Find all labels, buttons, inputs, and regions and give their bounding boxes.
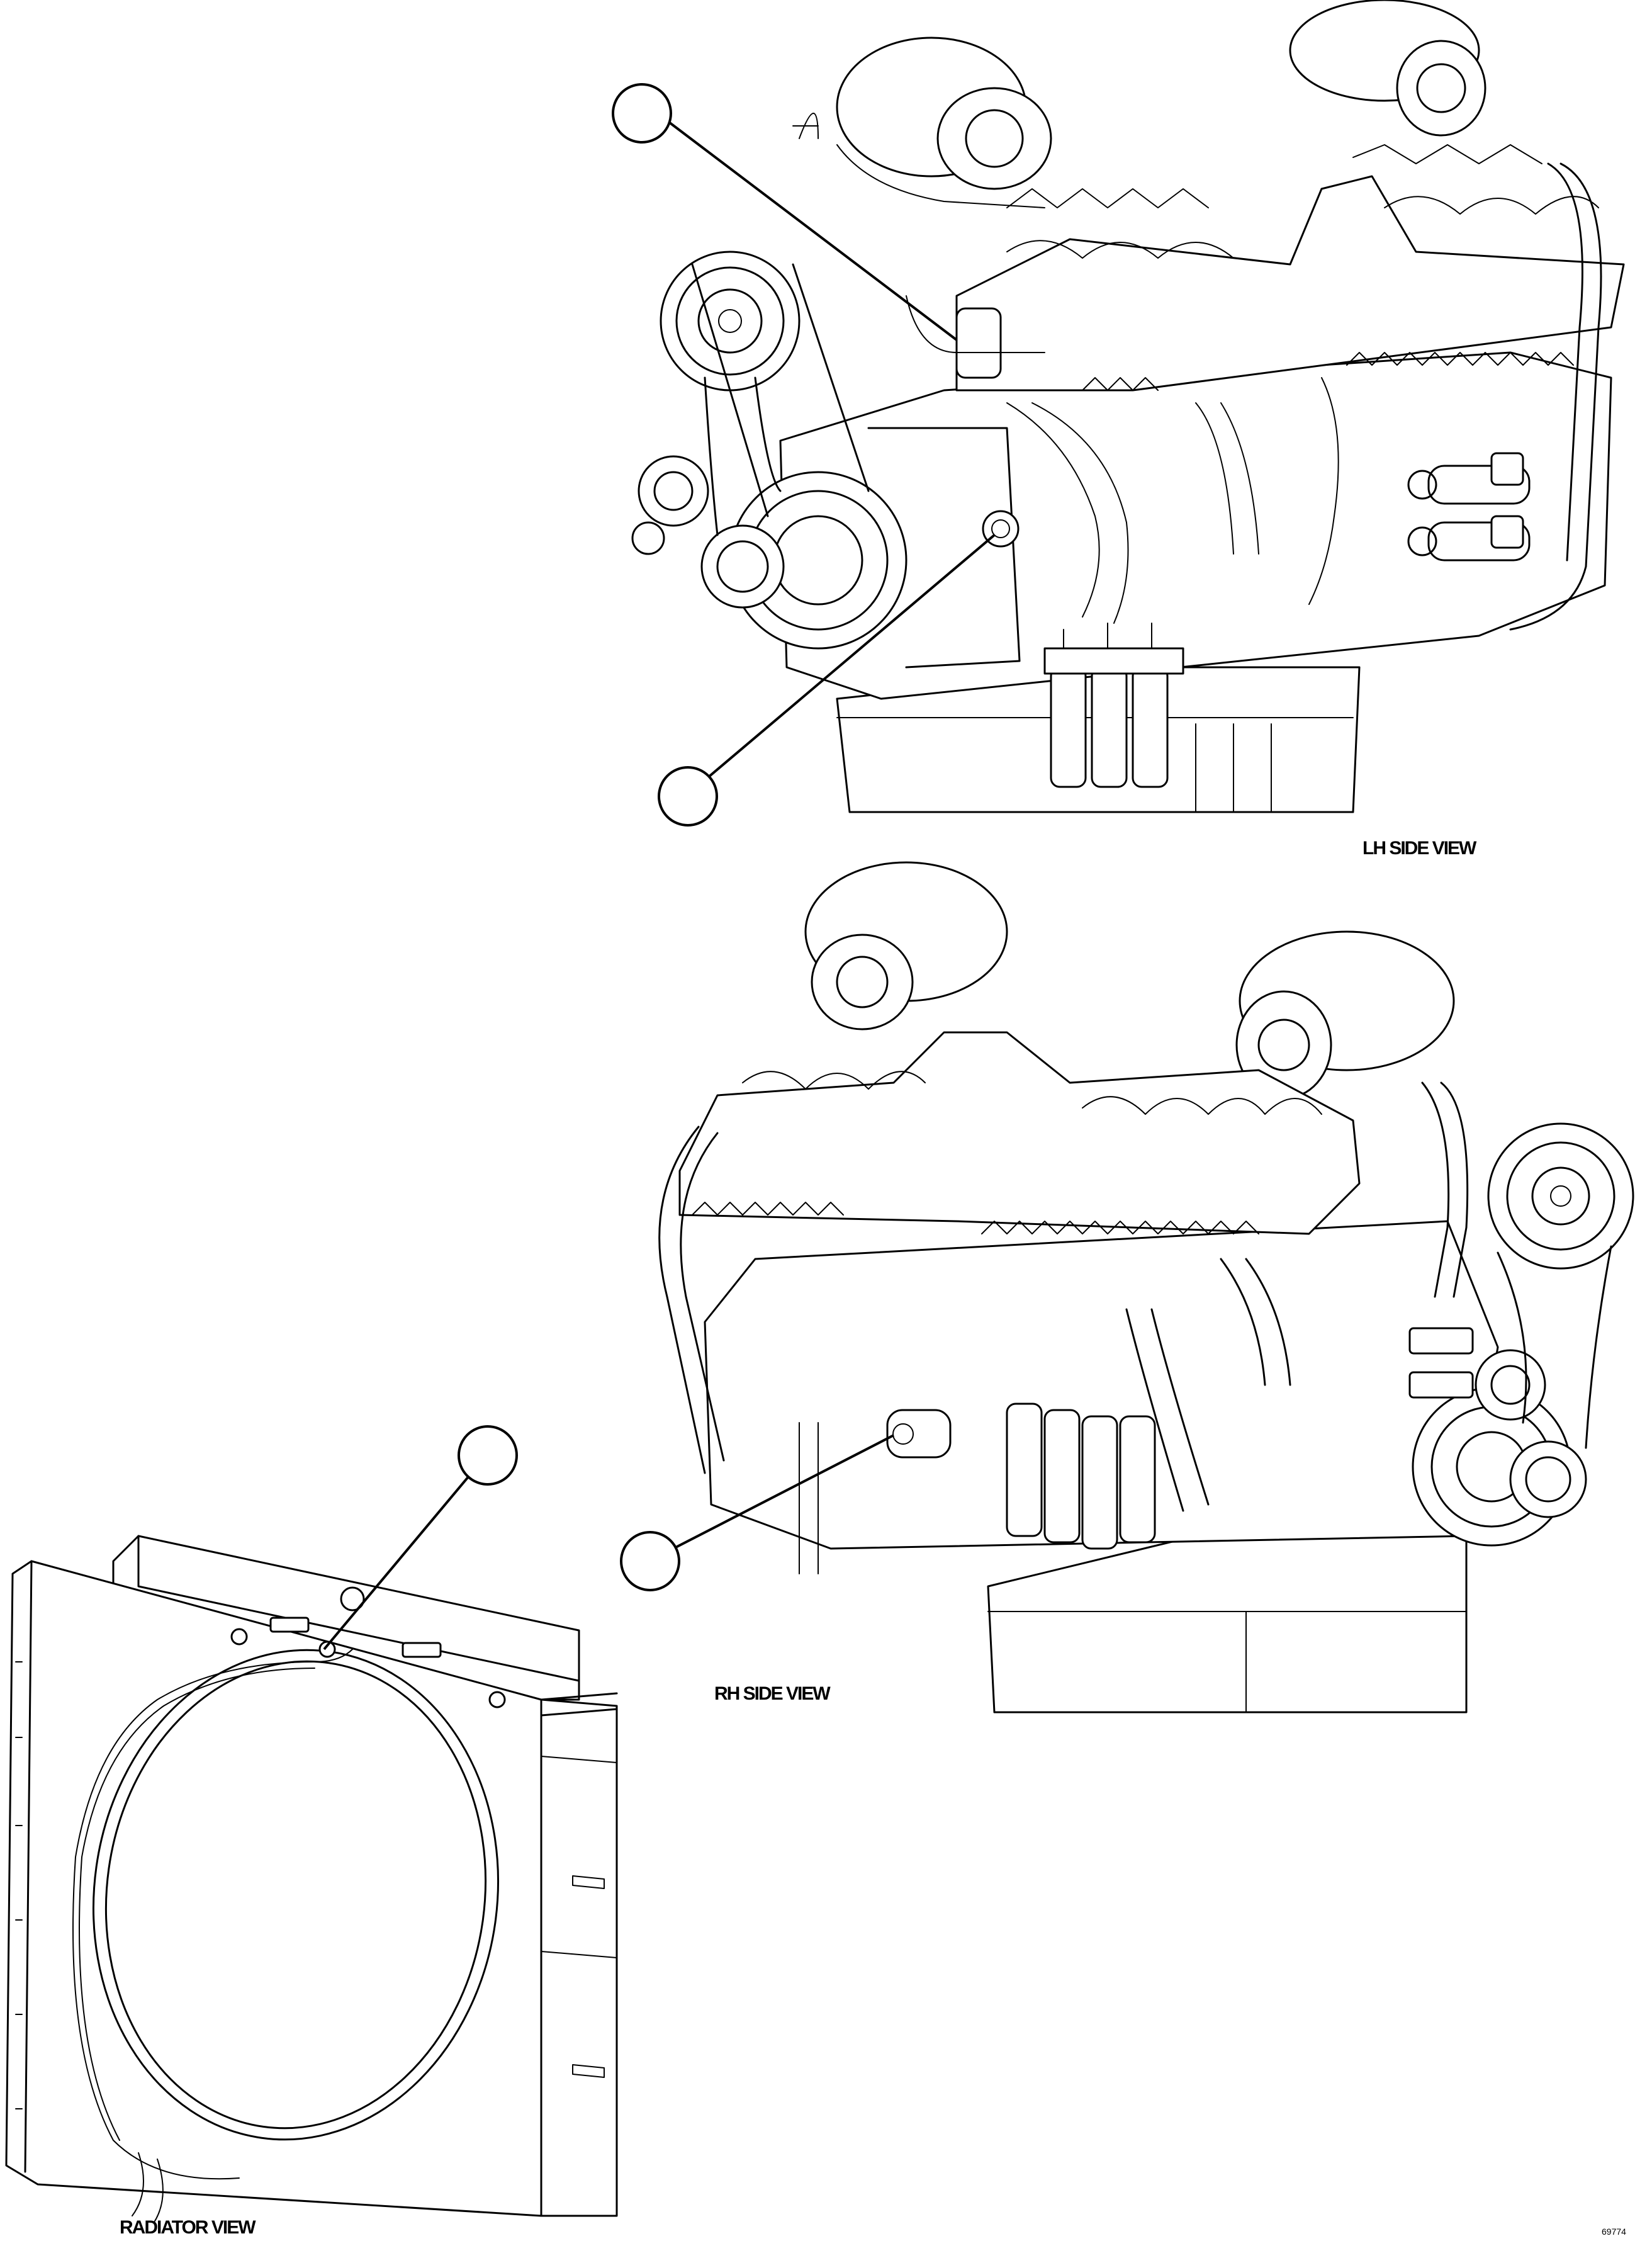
callout-rh <box>620 1434 894 1591</box>
lh-side-view-engine <box>631 0 1625 813</box>
rh-side-view-engine <box>658 861 1634 1713</box>
callout-radiator <box>323 1425 518 1651</box>
lh-side-view-label: LH SIDE VIEW <box>1363 838 1477 859</box>
callout-lh-bottom <box>658 534 996 827</box>
callout-circle <box>458 1425 518 1486</box>
callout-circle <box>658 766 718 827</box>
radiator-view <box>5 1535 618 2223</box>
figure-id: 69774 <box>1602 2227 1626 2237</box>
callout-circle <box>612 83 672 144</box>
rh-side-view-label: RH SIDE VIEW <box>714 1683 831 1704</box>
callout-circle <box>620 1531 680 1591</box>
callout-lh-top <box>612 83 958 341</box>
radiator-view-label: RADIATOR VIEW <box>120 2217 256 2238</box>
